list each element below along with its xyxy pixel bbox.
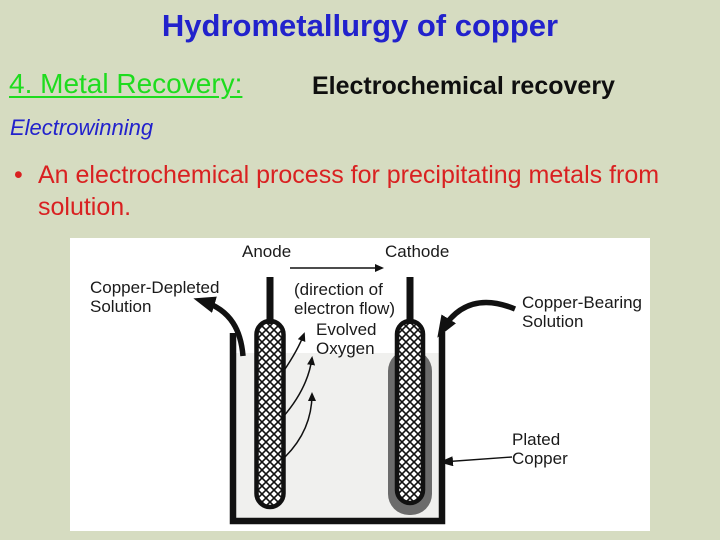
- plated-copper-label-line1: Plated: [512, 430, 561, 449]
- page-title: Hydrometallurgy of copper: [161, 8, 559, 43]
- cathode-label: Cathode: [385, 242, 450, 261]
- oxygen-arrow-2: [282, 356, 316, 418]
- copper-bearing-label-line2: Solution: [522, 312, 584, 331]
- plated-copper-pointer: [439, 456, 513, 467]
- anode-stem: [266, 277, 274, 324]
- anode-label: Anode: [242, 242, 292, 261]
- cathode-stem: [406, 277, 414, 324]
- copper-bearing-label-line1: Copper-Bearing: [522, 293, 643, 312]
- bullet-item: • An electrochemical process for precipi…: [14, 159, 682, 223]
- depleted-outflow-arrow: [193, 296, 246, 357]
- evolved-oxygen-label-line1: Evolved: [316, 320, 377, 339]
- bullet-text: An electrochemical process for precipita…: [38, 161, 660, 221]
- method-label: Electrowinning: [10, 115, 154, 140]
- plated-copper-label: Plated Copper: [512, 430, 568, 468]
- copper-depleted-label-line2: Solution: [90, 297, 152, 316]
- copper-bearing-label: Copper-Bearing Solution: [522, 293, 642, 331]
- evolved-oxygen-label-line2: Oxygen: [316, 339, 375, 358]
- plated-copper-label-line2: Copper: [512, 449, 568, 468]
- electron-flow-label: (direction of electron flow): [294, 280, 395, 318]
- copper-depleted-label: Copper-Depleted Solution: [90, 278, 219, 316]
- electrowinning-diagram: Anode Cathode (direction of electron flo…: [70, 238, 650, 531]
- tank-outline: [229, 332, 446, 525]
- section-heading: 4. Metal Recovery:: [9, 68, 243, 99]
- cathode-electrode: [394, 318, 426, 506]
- bearing-inflow-arrow: [437, 299, 517, 338]
- anode-electrode: [254, 318, 286, 510]
- electron-flow-label-line2: electron flow): [294, 299, 396, 318]
- evolved-oxygen-label: Evolved Oxygen: [316, 320, 376, 358]
- copper-depleted-label-line1: Copper-Depleted: [90, 278, 220, 297]
- subheading: Electrochemical recovery: [312, 72, 615, 100]
- bullet-marker: •: [14, 161, 23, 189]
- oxygen-arrow-1: [282, 332, 306, 373]
- oxygen-arrow-3: [284, 392, 316, 458]
- electron-flow-label-line1: (direction of: [294, 280, 383, 299]
- electrowinning-cell-drawing: [193, 264, 517, 525]
